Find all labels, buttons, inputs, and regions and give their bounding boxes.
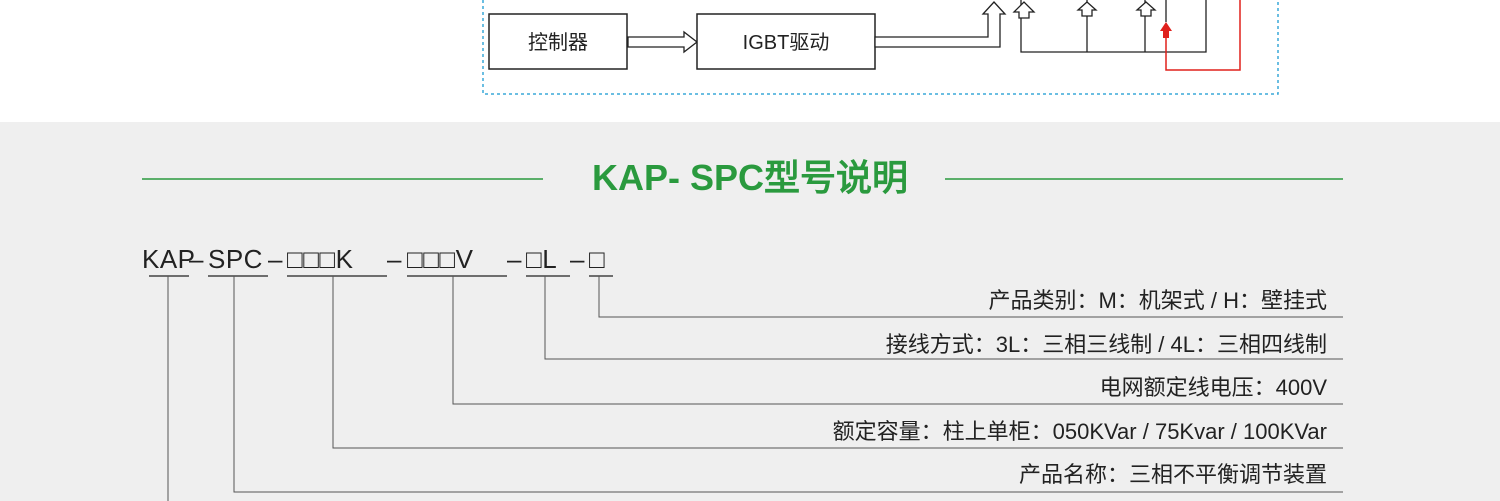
- bridge-structure: [1012, 0, 1207, 53]
- model-code: KAP – SPC – □□□K – □□□V – □L – □: [142, 244, 613, 277]
- leader-wiring: [544, 276, 1343, 360]
- code-sep-5: –: [570, 244, 585, 274]
- leader-voltage: [452, 276, 1343, 405]
- heading-title: KAP- SPC型号说明: [592, 157, 908, 198]
- red-current-loop: [1160, 0, 1241, 71]
- model-band: [0, 122, 1500, 501]
- desc-product-name: 产品名称：三相不平衡调节装置: [1019, 462, 1327, 487]
- section-heading: KAP- SPC型号说明: [142, 157, 1343, 198]
- code-sep-1: –: [189, 244, 204, 274]
- code-sep-3: –: [387, 244, 402, 274]
- hollow-line-igbt: [874, 1, 1007, 48]
- dotted-frame: [482, 0, 1279, 95]
- igbt-label: IGBT驱动: [743, 31, 830, 54]
- red-arrow-icon: [1160, 22, 1172, 38]
- desc-product-type: 产品类别：M：机架式 / H：壁挂式: [988, 288, 1327, 313]
- code-sep-2: –: [268, 244, 283, 274]
- code-part-wiring: □L: [526, 244, 557, 274]
- block-diagram: 控制器 IGBT驱动: [482, 0, 1279, 95]
- code-part-kap: KAP: [142, 244, 196, 274]
- desc-wiring: 接线方式：3L：三相三线制 / 4L：三相四线制: [886, 332, 1327, 357]
- code-part-type: □: [589, 244, 605, 274]
- desc-capacity: 额定容量：柱上单柜：050KVar / 75Kvar / 100KVar: [833, 419, 1327, 444]
- descriptions: 产品类别：M：机架式 / H：壁挂式 接线方式：3L：三相三线制 / 4L：三相…: [833, 288, 1328, 487]
- controller-label: 控制器: [528, 31, 588, 54]
- leader-name: [233, 276, 1343, 493]
- leader-capacity: [332, 276, 1343, 449]
- controller-box: [488, 13, 628, 70]
- igbt-box: [696, 13, 876, 70]
- code-sep-4: –: [507, 244, 522, 274]
- desc-voltage: 电网额定线电压：400V: [1100, 375, 1328, 400]
- hollow-arrow-1: [627, 30, 699, 54]
- code-part-capacity: □□□K: [287, 244, 354, 274]
- code-part-spc: SPC: [208, 244, 263, 274]
- leader-lines: [167, 276, 1343, 501]
- code-part-voltage: □□□V: [407, 244, 474, 274]
- leader-type: [598, 276, 1343, 318]
